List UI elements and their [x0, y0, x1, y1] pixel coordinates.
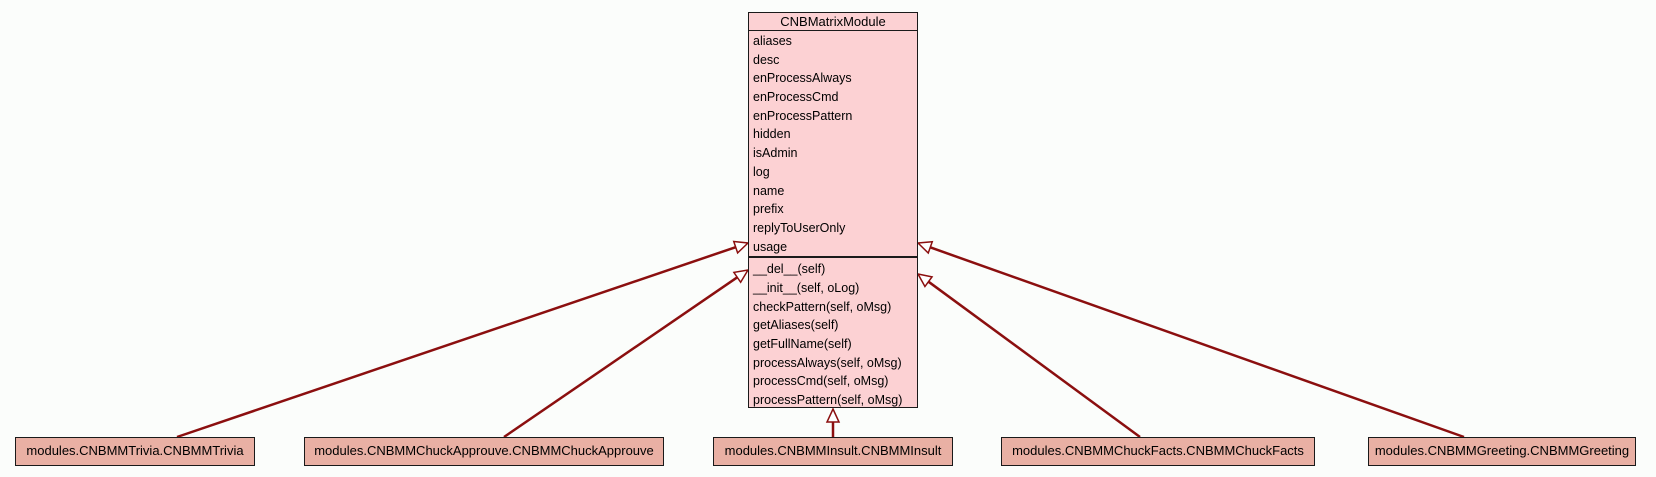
subclass-box-insult[interactable]: modules.CNBMMInsult.CNBMMInsult	[713, 437, 953, 466]
attribute-item: name	[753, 183, 785, 198]
method-item: __del__(self)	[753, 262, 826, 277]
base-class-title: CNBMatrixModule	[749, 13, 917, 31]
edge-chuck-approuve-arrowhead	[732, 268, 750, 284]
attribute-item: desc	[753, 52, 780, 67]
method-item: processPattern(self, oMsg)	[753, 393, 903, 408]
subclass-box-trivia[interactable]: modules.CNBMMTrivia.CNBMMTrivia	[15, 437, 255, 466]
attribute-item: usage	[753, 239, 788, 254]
subclass-box-chuck-facts[interactable]: modules.CNBMMChuckFacts.CNBMMChuckFacts	[1001, 437, 1315, 466]
edge-chuck-facts-arrowhead	[916, 272, 934, 288]
method-item: checkPattern(self, oMsg)	[753, 299, 892, 314]
attribute-item: aliases	[753, 34, 792, 48]
method-item: getFullName(self)	[753, 337, 852, 351]
attribute-item: enProcessCmd	[753, 90, 839, 105]
attribute-item: hidden	[753, 127, 791, 142]
method-item: processAlways(self, oMsg)	[753, 355, 902, 370]
edge-trivia-arrowhead	[732, 240, 750, 255]
base-class-box[interactable]: CNBMatrixModule aliases desc enProcessAl…	[748, 12, 918, 408]
attribute-item: prefix	[753, 202, 784, 217]
method-item: processCmd(self, oMsg)	[753, 374, 889, 389]
edge-chuck-facts	[927, 280, 1141, 439]
attribute-item: log	[753, 164, 770, 179]
edge-chuck-approuve	[503, 276, 738, 439]
attribute-list: aliases desc enProcessAlways enProcessCm…	[749, 31, 917, 256]
attribute-item: enProcessPattern	[753, 108, 853, 123]
edge-trivia	[176, 245, 737, 439]
method-item: getAliases(self)	[753, 318, 839, 333]
edge-insult-arrowhead	[825, 407, 841, 423]
method-list: __del__(self) __init__(self, oLog) check…	[749, 256, 917, 410]
subclass-box-chuck-approuve[interactable]: modules.CNBMMChuckApprouve.CNBMMChuckApp…	[304, 437, 664, 466]
subclass-box-greeting[interactable]: modules.CNBMMGreeting.CNBMMGreeting	[1368, 437, 1636, 466]
attribute-item: replyToUserOnly	[753, 220, 846, 235]
edge-greeting	[929, 246, 1465, 439]
attribute-item: enProcessAlways	[753, 71, 852, 86]
method-item: __init__(self, oLog)	[753, 280, 860, 295]
attribute-item: isAdmin	[753, 146, 798, 161]
edge-greeting-arrowhead	[916, 240, 934, 255]
